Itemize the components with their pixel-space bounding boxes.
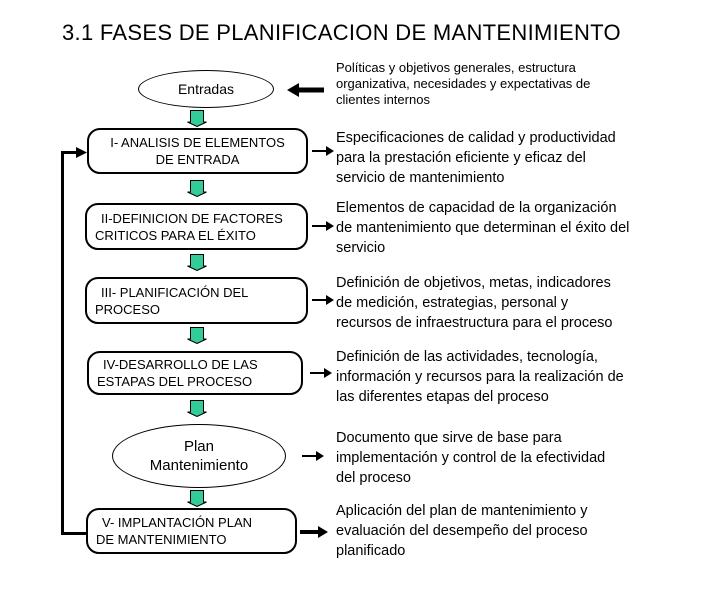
phase-iii-label: III- PLANIFICACIÓN DEL PROCESO bbox=[95, 284, 249, 317]
phase-ii-description: Elementos de capacidad de la organizació… bbox=[336, 200, 630, 256]
phase-box-iv: IV-DESARROLLO DE LAS ESTAPAS DEL PROCESO bbox=[87, 351, 303, 395]
phase-box-iii: III- PLANIFICACIÓN DEL PROCESO bbox=[85, 277, 308, 324]
entradas-label: Entradas bbox=[177, 81, 235, 97]
plan-description: Documento que sirve de base para impleme… bbox=[336, 430, 606, 486]
entradas-description: Políticas y objetivos generales, estruct… bbox=[336, 60, 591, 107]
down-arrow-icon bbox=[187, 110, 207, 127]
down-arrow-icon bbox=[187, 400, 207, 417]
entradas-ellipse: Entradas bbox=[138, 70, 274, 108]
phase-iv-label: IV-DESARROLLO DE LAS ESTAPAS DEL PROCESO bbox=[97, 357, 258, 389]
down-arrow-icon bbox=[187, 490, 207, 507]
down-arrow-icon bbox=[187, 180, 207, 197]
right-arrow-icon bbox=[312, 221, 334, 231]
right-arrow-icon bbox=[302, 451, 324, 461]
right-arrow-icon bbox=[312, 295, 334, 305]
page-title: 3.1 FASES DE PLANIFICACION DE MANTENIMIE… bbox=[62, 20, 621, 45]
down-arrow-icon bbox=[187, 254, 207, 271]
right-arrow-icon bbox=[300, 526, 328, 538]
phase-ii-label: II-DEFINICION DE FACTORES CRITICOS PARA … bbox=[95, 210, 283, 243]
right-arrow-icon bbox=[312, 146, 334, 156]
plan-label: Plan Mantenimiento bbox=[149, 438, 249, 474]
phase-v-label: V- IMPLANTACIÓN PLAN DE MANTENIMIENTO bbox=[96, 515, 253, 547]
left-arrow-icon bbox=[287, 83, 324, 97]
phase-i-description: Especificaciones de calidad y productivi… bbox=[336, 130, 616, 186]
phase-box-v: V- IMPLANTACIÓN PLAN DE MANTENIMIENTO bbox=[86, 508, 297, 554]
phase-iii-description: Definición de objetivos, metas, indicado… bbox=[336, 275, 613, 331]
down-arrow-icon bbox=[187, 327, 207, 344]
right-arrow-icon bbox=[310, 368, 332, 378]
phase-box-ii: II-DEFINICION DE FACTORES CRITICOS PARA … bbox=[85, 203, 308, 250]
phase-iv-description: Definición de las actividades, tecnologí… bbox=[336, 349, 624, 405]
phase-box-i: I- ANALISIS DE ELEMENTOS DE ENTRADA bbox=[87, 128, 308, 174]
feedback-loop-connector bbox=[61, 147, 87, 535]
plan-ellipse: Plan Mantenimiento bbox=[112, 424, 286, 488]
phase-i-label: I- ANALISIS DE ELEMENTOS DE ENTRADA bbox=[110, 135, 285, 167]
phase-v-description: Aplicación del plan de mantenimiento y e… bbox=[336, 503, 588, 559]
